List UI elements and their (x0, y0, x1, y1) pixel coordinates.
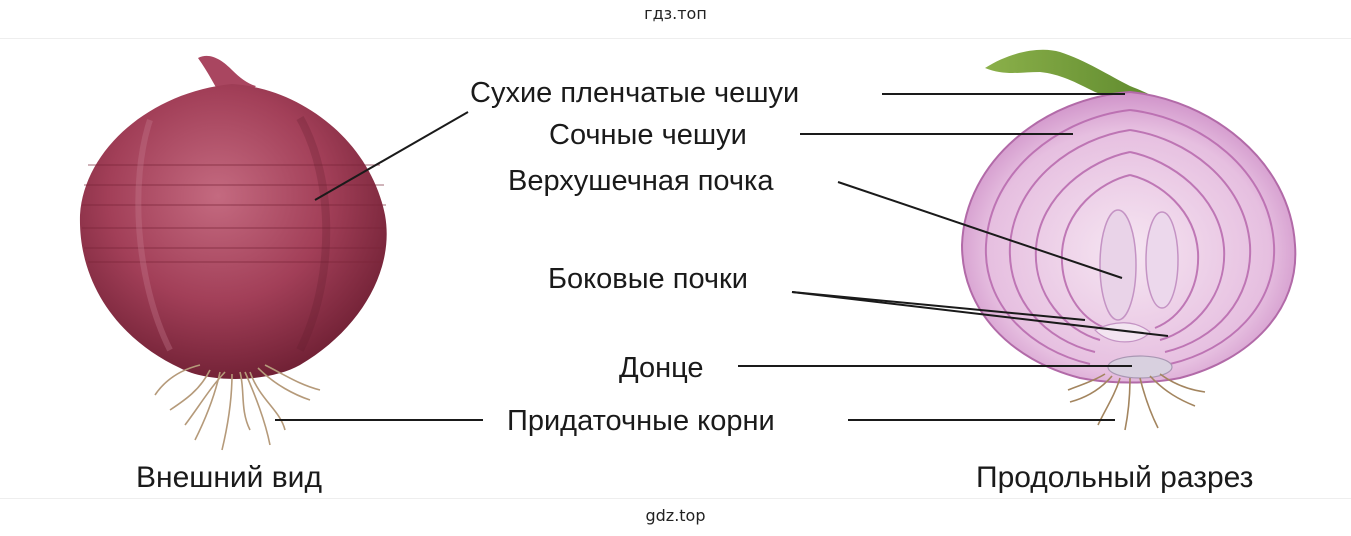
leader-lateral-buds-2 (791, 291, 1169, 337)
leader-lateral-buds-1 (791, 291, 1086, 321)
onion-external-illustration (79, 55, 387, 451)
label-apical-bud: Верхушечная почка (508, 165, 774, 197)
roots-external (154, 364, 321, 451)
watermark-bottom: gdz.top (645, 506, 706, 525)
roots-section (1067, 373, 1206, 431)
label-lateral-buds: Боковые почки (548, 263, 748, 295)
label-juicy-scales: Сочные чешуи (549, 119, 747, 151)
leader-lines (275, 93, 1169, 421)
divider-top (0, 38, 1351, 39)
onion-bulb-outer (79, 84, 387, 379)
lateral-bud-shape (1094, 322, 1151, 343)
watermark-top: гдз.топ (644, 4, 707, 23)
leader-apical-bud (837, 181, 1123, 279)
onion-section-illustration (960, 49, 1297, 431)
divider-bottom (0, 498, 1351, 499)
label-dry-scales: Сухие пленчатые чешуи (470, 77, 800, 109)
caption-external-view: Внешний вид (136, 461, 322, 494)
caption-longitudinal-section: Продольный разрез (976, 461, 1254, 494)
apical-bud-shape (1099, 209, 1137, 321)
label-adventitious-roots: Придаточные корни (507, 405, 775, 437)
leader-dry-scales-left (314, 111, 469, 201)
onion-stem (985, 49, 1155, 99)
label-bottom: Донце (619, 352, 704, 384)
